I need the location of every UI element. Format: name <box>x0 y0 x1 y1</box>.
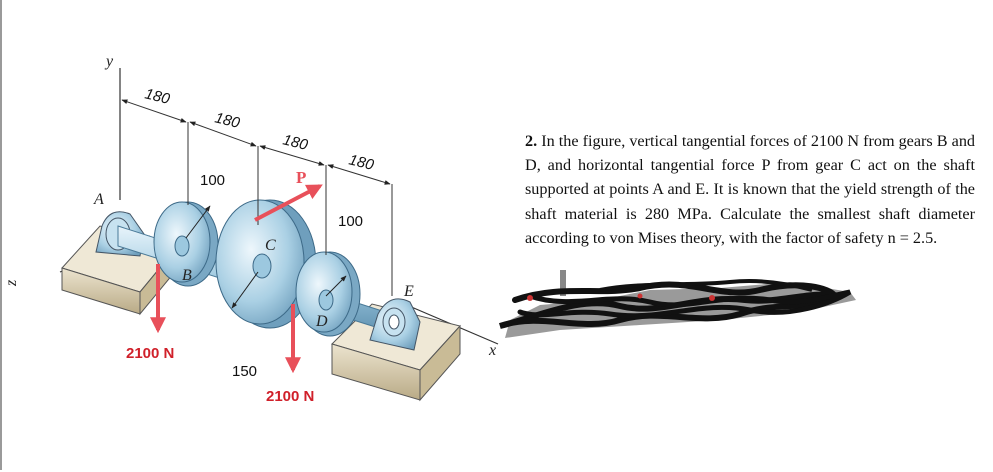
span-2-label: 180 <box>213 109 242 132</box>
force-b-label: 2100 N <box>126 345 174 362</box>
problem-text: In the figure, vertical tangential force… <box>525 132 976 247</box>
radius-d-arrow <box>325 275 347 297</box>
problem-statement: 2. In the figure, vertical tangential fo… <box>525 129 975 250</box>
force-d-label: 2100 N <box>266 388 314 405</box>
force-p-label: P <box>296 168 306 187</box>
span-4-label: 180 <box>347 151 376 174</box>
span-3-label: 180 <box>281 131 310 154</box>
point-d-label: D <box>315 313 328 330</box>
force-p-arrow <box>254 184 323 222</box>
gear-d <box>295 251 361 337</box>
z-axis-label: z <box>3 279 20 287</box>
problem-number: 2. <box>525 132 538 150</box>
radius-c-label: 150 <box>232 363 257 380</box>
radius-b-label: 100 <box>200 172 225 189</box>
gear-c <box>215 199 317 329</box>
point-a-label: A <box>93 191 104 208</box>
redaction-scribble <box>499 270 856 338</box>
dimension-lines <box>121 99 393 296</box>
point-c-label: C <box>265 237 276 254</box>
point-b-label: B <box>182 267 192 284</box>
y-axis-label: y <box>104 53 114 70</box>
radius-b-arrow <box>185 205 211 239</box>
x-axis-label: x <box>488 342 496 359</box>
radius-c-arrow <box>231 271 259 309</box>
radius-d-label: 100 <box>338 213 363 230</box>
span-1-label: 180 <box>143 85 172 108</box>
point-e-label: E <box>403 283 414 300</box>
gear-b <box>153 201 219 287</box>
bearing-e <box>369 298 421 351</box>
